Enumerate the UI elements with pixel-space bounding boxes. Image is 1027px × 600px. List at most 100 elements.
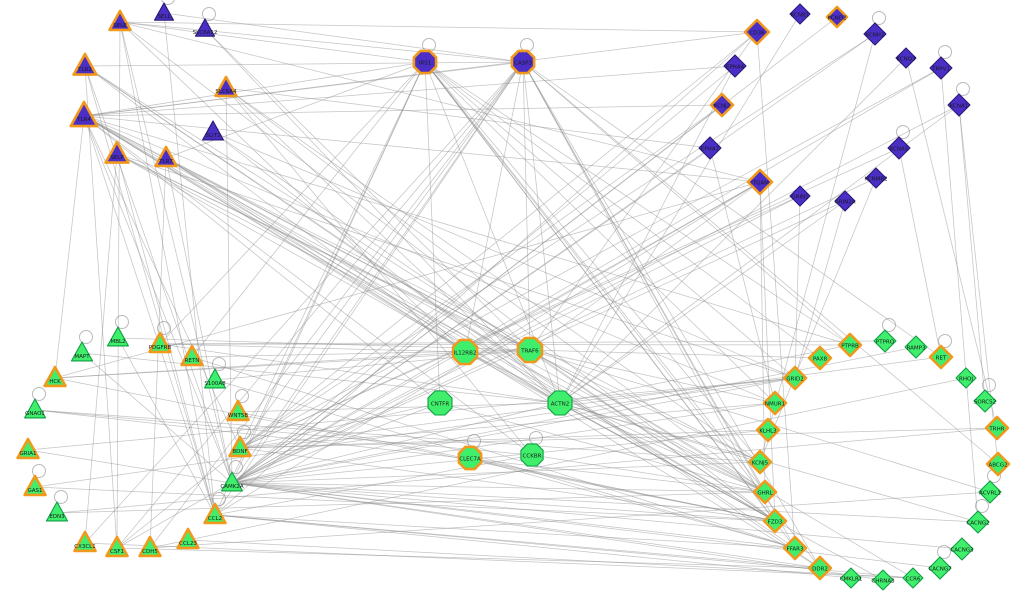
- edge-ACTN2-GHRL[interactable]: [559, 402, 766, 493]
- node-CCR6[interactable]: CCR6: [902, 567, 924, 589]
- edge-BDNF-FZD3[interactable]: [239, 447, 776, 522]
- edge-CAMK2A-KCNJ5[interactable]: [231, 461, 761, 484]
- edge-KCNA1-SORCS2[interactable]: [958, 104, 986, 402]
- node-shape-ACTN2[interactable]: [547, 390, 573, 416]
- node-RHOJ[interactable]: RHOJ: [955, 367, 977, 389]
- edge-SELE-ITGAM[interactable]: [119, 21, 761, 183]
- node-RET[interactable]: RET: [928, 344, 954, 370]
- edge-WNT5B-ACTN2[interactable]: [237, 402, 561, 413]
- node-shape-FFAR3[interactable]: [782, 535, 808, 561]
- edge-TLR4-IRS1[interactable]: [83, 61, 426, 117]
- edge-CASP3-PTPRB[interactable]: [522, 61, 851, 346]
- node-CNTFR[interactable]: CNTFR: [427, 390, 453, 416]
- node-PTPRO[interactable]: PTPRO: [873, 329, 897, 353]
- node-CLEC7A[interactable]: CLEC7A: [457, 445, 483, 471]
- node-shape-CSF1[interactable]: [105, 535, 129, 558]
- edge-BDNF-CNTFR[interactable]: [239, 402, 441, 449]
- node-TLR2[interactable]: TLR2: [72, 52, 98, 76]
- node-KCNMB2[interactable]: KCNMB2: [864, 167, 888, 189]
- node-shape-KCNH2[interactable]: [863, 22, 887, 46]
- edge-CNTFR-GHRL[interactable]: [439, 402, 766, 493]
- edge-SELE-CASP3[interactable]: [119, 21, 524, 63]
- edge-CASP3-CCL2[interactable]: [214, 61, 524, 516]
- node-shape-TLR4[interactable]: [69, 100, 99, 128]
- edge-EDN3-GHRL[interactable]: [56, 491, 766, 514]
- node-shape-CHRNA3[interactable]: [872, 569, 894, 591]
- node-shape-PDGFRB[interactable]: [148, 331, 172, 354]
- edge-CAMK2A-RAMP3[interactable]: [231, 346, 917, 484]
- edge-TLR7-IRS1[interactable]: [165, 61, 426, 159]
- node-KCNA1[interactable]: KCNA1: [947, 93, 971, 117]
- node-shape-CCKBR[interactable]: [520, 443, 544, 467]
- edge-CAMK2A-NMUR1[interactable]: [231, 402, 776, 484]
- edge-GRIN2A-ACTN2[interactable]: [559, 200, 846, 404]
- node-shape-SLC6A4[interactable]: [214, 75, 238, 98]
- node-KCNH2[interactable]: KCNH2: [863, 22, 887, 46]
- node-shape-CCL2[interactable]: [203, 502, 227, 525]
- edge-CCL23-CCR6[interactable]: [187, 539, 914, 579]
- node-GRIN2A[interactable]: GRIN2A: [834, 190, 856, 212]
- edge-BDNF-NMUR1[interactable]: [239, 402, 776, 449]
- node-GHRL[interactable]: GHRL: [752, 479, 778, 505]
- edge-CDH5-ACVRL1[interactable]: [149, 491, 991, 549]
- node-KLHL3[interactable]: KLHL3: [755, 417, 781, 443]
- node-shape-SLIT2[interactable]: [202, 120, 224, 141]
- node-shape-EPHA4[interactable]: [723, 54, 747, 78]
- edge-CX3CL1-CCR6[interactable]: [84, 542, 914, 579]
- node-shape-GRIN1[interactable]: [789, 185, 811, 207]
- edge-CAMK2A-CACNG3[interactable]: [231, 482, 963, 550]
- node-TRAF6[interactable]: TRAF6: [516, 336, 544, 364]
- node-shape-GNAO1[interactable]: [24, 398, 47, 419]
- edge-CASP3-BDNF[interactable]: [239, 61, 524, 449]
- node-RAMP3[interactable]: RAMP3: [904, 335, 928, 359]
- edge-SLC6A4-CCKBR[interactable]: [225, 87, 533, 456]
- node-PTPRB[interactable]: PTPRB: [837, 332, 863, 358]
- edge-SELL-CASP3[interactable]: [163, 12, 524, 63]
- edge-BDNF-TRHR[interactable]: [239, 427, 998, 449]
- edge-TLR2-CASP3[interactable]: [84, 61, 524, 67]
- node-SELP[interactable]: SELP: [104, 140, 130, 164]
- node-FFAR3[interactable]: FFAR3: [782, 535, 808, 561]
- edge-SELP-CX3CL1[interactable]: [84, 153, 118, 544]
- node-shape-CDH5[interactable]: [138, 535, 162, 558]
- node-shape-RHOJ[interactable]: [955, 367, 977, 389]
- edge-KCNH2-BDNF[interactable]: [239, 33, 876, 449]
- edge-KCNA5-RET[interactable]: [898, 147, 942, 358]
- edge-CAMK2A-ACTN2[interactable]: [231, 402, 561, 484]
- node-IRS1[interactable]: IRS1: [412, 49, 438, 75]
- edge-GNAO1-CCKBR[interactable]: [34, 409, 533, 456]
- edge-MBL2-CCL2[interactable]: [117, 337, 216, 516]
- node-shape-IL12RB2[interactable]: [451, 338, 479, 366]
- edge-TLR4-KCNJ5[interactable]: [83, 115, 761, 463]
- edge-CAMK2A-CNTFR[interactable]: [231, 402, 441, 484]
- edge-IL12RB2-GHRL[interactable]: [464, 351, 766, 493]
- node-shape-GHRL[interactable]: [752, 479, 778, 505]
- edge-CASP3-CAMK2A[interactable]: [231, 61, 524, 484]
- node-TLR7[interactable]: TLR7: [154, 145, 178, 168]
- node-shape-KCNA1[interactable]: [947, 93, 971, 117]
- node-shape-CASP3[interactable]: [510, 49, 536, 75]
- edge-GNAO1-KCNJ5[interactable]: [34, 409, 761, 463]
- edge-SLC6A12-TRAF6[interactable]: [204, 28, 531, 351]
- node-shape-PTPRB[interactable]: [837, 332, 863, 358]
- node-shape-SELL[interactable]: [153, 2, 175, 21]
- node-CD36[interactable]: CD36: [743, 18, 771, 46]
- edge-IRS1-CCL2[interactable]: [214, 61, 426, 516]
- edge-KCNJ2-CAMK2A[interactable]: [231, 104, 723, 484]
- edge-CD36-CSF1[interactable]: [116, 31, 758, 549]
- node-shape-RETN[interactable]: [180, 344, 204, 367]
- edge-GRIN1-BDNF[interactable]: [239, 195, 801, 449]
- node-CASP3[interactable]: CASP3: [510, 49, 536, 75]
- edge-IRS1-BDNF[interactable]: [239, 61, 426, 449]
- edge-GRIN1-GRID2[interactable]: [794, 195, 801, 379]
- node-shape-KCNJ2[interactable]: [709, 92, 735, 118]
- edge-TLR4-EPHA4[interactable]: [83, 65, 736, 117]
- node-ACTN2[interactable]: ACTN2: [547, 390, 573, 416]
- edge-CASP3-ABCG2[interactable]: [522, 61, 999, 465]
- node-shape-CD36[interactable]: [743, 18, 771, 46]
- node-shape-MBL2[interactable]: [106, 326, 129, 347]
- node-TRPV1[interactable]: TRPV1: [929, 56, 953, 80]
- node-shape-IRS1[interactable]: [412, 49, 438, 75]
- node-shape-KCNB1[interactable]: [789, 3, 811, 25]
